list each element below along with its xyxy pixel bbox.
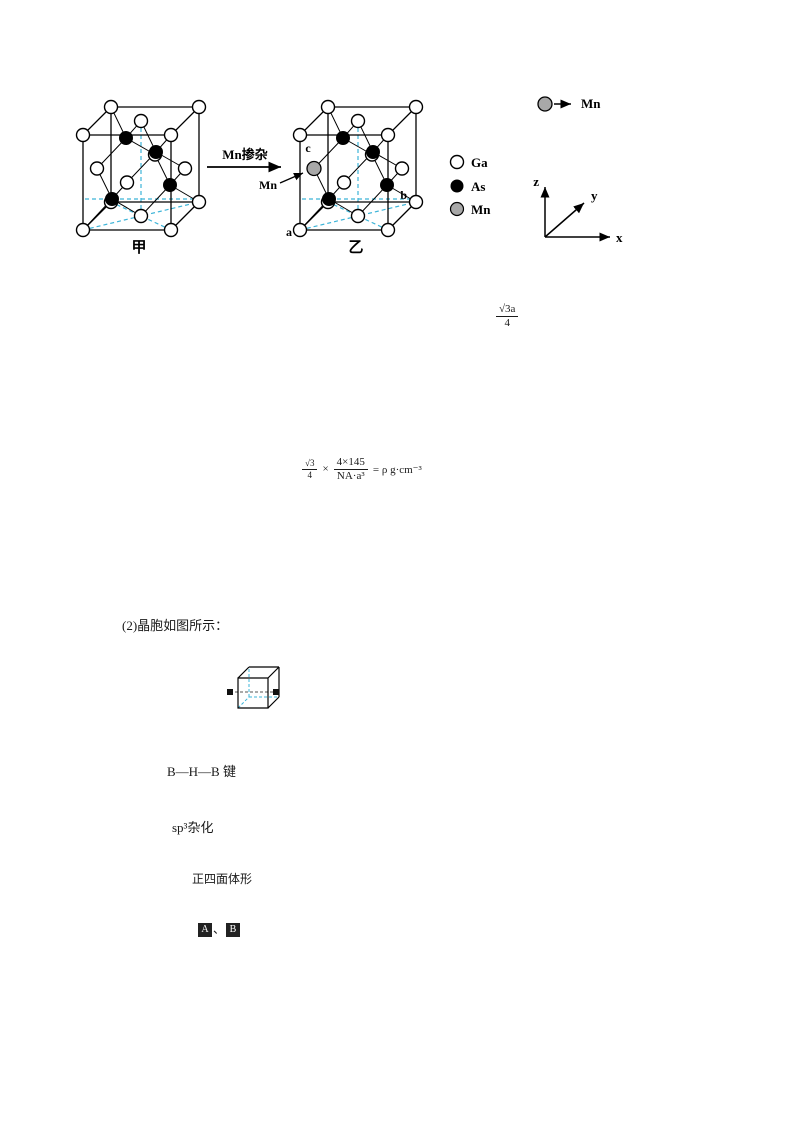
ga-atom	[75, 222, 91, 238]
ga-atom	[292, 127, 308, 143]
ga-atom	[380, 127, 396, 143]
legend-as-swatch	[450, 179, 464, 193]
as-atom	[163, 178, 177, 192]
marker-square-right	[273, 689, 279, 695]
ga-atom	[394, 161, 410, 176]
as-atom	[380, 178, 394, 192]
crystal-figure: 甲 Mn掺杂 Mn	[75, 95, 640, 256]
mn-atom	[537, 96, 553, 112]
marker-square-left	[227, 689, 233, 695]
left-cell-caption: 甲	[131, 239, 146, 255]
atom-legend: Ga As Mn	[449, 154, 491, 217]
legend-mn-label: Mn	[471, 202, 491, 217]
ga-atom	[336, 175, 352, 190]
y-axis-label: y	[591, 188, 598, 203]
ga-atom	[350, 208, 366, 224]
x-axis-label: x	[616, 230, 623, 245]
unit-cell-mini-figure	[224, 658, 288, 719]
formula-result: = ρ g·cm⁻³	[372, 463, 422, 476]
mn-left-callout-label: Mn	[259, 178, 277, 192]
ga-atom	[133, 113, 149, 129]
legend-ga-label: Ga	[471, 155, 488, 170]
main-fraction: 4×145 NA·a³	[333, 456, 368, 482]
answer-fragment-geometry: 正四面体形	[192, 872, 253, 886]
fraction-numerator: √3	[302, 458, 318, 470]
fraction-numerator: 4×145	[333, 456, 368, 470]
as-atom	[105, 192, 119, 206]
fraction-denominator: 4	[504, 316, 510, 329]
fraction-denominator: NA·a³	[336, 469, 365, 482]
left-cell-bonds	[82, 106, 200, 231]
legend-mn-swatch	[449, 201, 465, 217]
ga-atom	[292, 222, 308, 238]
ga-atom	[163, 222, 179, 238]
atom-label-a: a	[286, 225, 292, 239]
ga-atom	[163, 127, 179, 143]
boxed-letter-b: B	[226, 923, 241, 938]
right-cell-bonds	[299, 106, 417, 231]
coordinate-axes	[540, 187, 610, 242]
times-operator: ×	[322, 463, 329, 476]
boxed-letter-a: A	[198, 923, 212, 938]
legend-as-label: As	[471, 179, 485, 194]
crystal-figure-svg: 甲 Mn掺杂 Mn	[75, 96, 623, 256]
as-atom	[336, 131, 350, 145]
right-cell-caption: 乙	[348, 240, 363, 255]
mn-top-callout-group: Mn	[537, 96, 601, 112]
as-atom	[366, 145, 380, 159]
ga-atom	[191, 194, 207, 210]
fraction-numerator: √3a	[496, 303, 519, 317]
right-cell-as-atoms	[322, 131, 394, 206]
ga-atom	[320, 99, 336, 115]
left-cell-as-atoms	[105, 131, 177, 206]
doping-arrow-group: Mn掺杂 Mn	[207, 147, 304, 192]
ga-atom	[75, 127, 91, 143]
ga-atom	[191, 99, 207, 115]
ga-atom	[350, 113, 366, 129]
fraction-denominator: 4	[307, 469, 312, 480]
box-separator: 、	[213, 922, 226, 936]
small-fraction: √3 4	[302, 458, 318, 480]
ga-atom	[380, 222, 396, 238]
as-atom	[119, 131, 133, 145]
mini-cube-edges	[237, 666, 280, 709]
mn-top-callout-label: Mn	[581, 96, 601, 111]
ga-atom	[89, 161, 105, 176]
answer-fragment-hybridization: sp³杂化	[172, 820, 214, 835]
mini-cube-hidden-edges	[237, 667, 279, 709]
as-atom	[149, 145, 163, 159]
ga-atom	[408, 194, 424, 210]
z-axis-label: z	[533, 174, 539, 189]
mn-left-callout-arrow	[279, 172, 304, 184]
ga-atom	[408, 99, 424, 115]
answer-fragment-boxes: A、B	[197, 920, 241, 938]
atom-label-c: c	[305, 141, 311, 155]
question-text-fragment: (2)晶胞如图所示：	[122, 618, 229, 633]
legend-ga-swatch	[449, 154, 465, 170]
ga-atom	[119, 175, 135, 190]
atom-label-b: b	[400, 188, 407, 202]
formula-fragment-distance: √3a 4	[496, 303, 519, 329]
ga-atom	[103, 99, 119, 115]
mn-atom-substituted	[306, 160, 322, 177]
right-unit-cell: a b c 乙	[286, 99, 424, 256]
doping-arrow-label: Mn掺杂	[222, 147, 268, 162]
left-unit-cell: 甲	[75, 99, 207, 256]
formula-fragment-density: √3 4 × 4×145 NA·a³ = ρ g·cm⁻³	[302, 456, 422, 482]
as-atom	[322, 192, 336, 206]
left-cell-ga-atoms	[75, 99, 207, 238]
ga-atom	[133, 208, 149, 224]
ga-atom	[177, 161, 193, 176]
mini-cube-svg	[227, 666, 280, 709]
answer-fragment-bond: B—H—B 键	[167, 764, 236, 779]
y-axis	[544, 202, 585, 238]
